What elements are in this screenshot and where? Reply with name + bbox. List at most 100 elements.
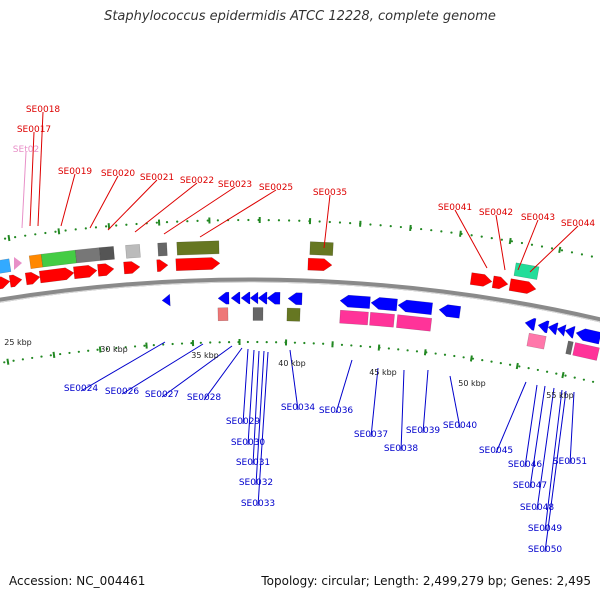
outer-tick-ring-dot	[389, 225, 392, 228]
outer-tick-ring-dot	[186, 220, 189, 223]
outer-tick-ring-dot	[216, 219, 219, 222]
inner-tick-ring-dot	[453, 354, 456, 358]
outer-tick-ring-major-tick	[459, 230, 462, 237]
reverse-label-se0046-leader	[524, 384, 538, 468]
reverse-cds-arrow	[161, 293, 171, 307]
reverse-label-se0026-leader	[121, 343, 204, 395]
reverse-label-se0051: SE0051	[553, 457, 587, 467]
forward-label-se0043-leader	[517, 219, 539, 271]
reverse-category-box	[572, 342, 600, 361]
reverse-label-se0047: SE0047	[513, 481, 547, 491]
inner-tick-ring-dot	[171, 342, 174, 346]
label-leader-lines	[21, 111, 579, 553]
inner-tick-ring-dot	[369, 345, 372, 348]
outer-tick-ring-dot	[440, 230, 443, 233]
outer-tick-ring-major-tick	[508, 237, 512, 245]
forward-label-set02: SEt02	[13, 145, 39, 155]
inner-tick-ring-dot	[518, 365, 521, 368]
reverse-cds-arrow	[240, 291, 251, 305]
forward-category-box	[309, 241, 334, 256]
inner-tick-ring-dot	[49, 354, 52, 357]
reverse-category-box	[252, 307, 264, 321]
inner-tick-ring-dot	[209, 341, 212, 344]
outer-tick-ring-dot	[580, 253, 584, 256]
inner-tick-ring-dot	[340, 343, 344, 346]
reverse-label-se0027-leader	[161, 345, 233, 398]
forward-cds-arrow	[8, 274, 23, 288]
inner-tick-ring-dot	[555, 372, 558, 375]
inner-tick-ring-dot	[77, 350, 80, 353]
outer-tick-ring-dot	[64, 229, 67, 232]
inner-tick-ring-dot	[303, 341, 306, 345]
outer-tick-ring-dot	[74, 228, 77, 231]
map-title: Staphylococcus epidermidis ATCC 12228, c…	[104, 9, 496, 24]
reverse-label-se0049: SE0049	[528, 524, 563, 534]
forward-cds-arrow	[156, 259, 169, 272]
forward-label-se0043: SE0043	[521, 213, 555, 223]
inner-tick-ring-major-tick	[469, 355, 473, 362]
reverse-label-se0024: SE0024	[64, 384, 99, 394]
outer-tick-ring-dot	[247, 218, 250, 222]
inner-tick-ring-dot	[152, 343, 155, 347]
inner-tick-ring-dot	[96, 348, 99, 351]
scale-label-0: 25 kbp	[4, 338, 32, 347]
outer-tick-ring-dot	[480, 235, 483, 238]
outer-tick-ring-dot	[94, 226, 98, 229]
outer-tick-ring-dot	[520, 241, 524, 245]
reverse-cds-arrow	[575, 328, 600, 345]
reverse-cds-arrow	[397, 299, 433, 316]
inner-tick-ring-major-tick	[423, 349, 427, 356]
inner-tick-ring-dot	[115, 346, 118, 350]
reverse-label-se0034-leader	[289, 349, 299, 411]
reverse-label-se0040: SE0040	[443, 421, 478, 431]
forward-label-se0019-leader	[60, 173, 76, 227]
reverse-category-box	[217, 307, 229, 322]
scale-label-2: 35 kbp	[191, 351, 219, 360]
outer-tick-ring-dot	[570, 251, 574, 254]
outer-tick-ring-dot	[500, 238, 503, 241]
outer-tick-ring-dot	[84, 227, 87, 230]
inner-tick-ring-dot	[573, 376, 576, 379]
scale-label-1: 30 kbp	[100, 345, 128, 354]
outer-tick-ring-dot	[24, 234, 27, 237]
outer-tick-ring-dot	[267, 219, 270, 222]
forward-label-se0025: SE0025	[259, 183, 293, 193]
reverse-label-se0032-leader	[255, 350, 265, 486]
outer-tick-ring-dot	[369, 223, 372, 226]
forward-category-box	[176, 240, 220, 256]
outer-tick-ring-dot	[288, 219, 291, 222]
inner-tick-ring-dot	[406, 349, 409, 352]
inner-tick-ring-dot	[180, 342, 184, 345]
inner-tick-ring-dot	[350, 344, 353, 347]
forward-label-se0021: SE0021	[140, 173, 174, 183]
outer-tick-ring-dot	[450, 231, 453, 234]
reverse-label-se0030: SE0030	[231, 438, 266, 448]
outer-tick-ring-dot	[115, 224, 118, 227]
reverse-label-se0046: SE0046	[508, 460, 543, 470]
outer-tick-ring-dot	[399, 225, 402, 229]
forward-label-se0025-leader	[199, 189, 277, 238]
forward-label-set02-leader	[21, 151, 27, 229]
inner-tick-ring-major-tick	[377, 344, 381, 351]
outer-tick-ring-dot	[44, 231, 47, 235]
inner-tick-ring-major-tick	[515, 362, 519, 370]
forward-label-se0019: SE0019	[58, 167, 93, 177]
forward-cds-arrow	[469, 272, 493, 287]
reverse-cds-arrow	[249, 291, 259, 305]
outer-tick-ring-major-tick	[558, 246, 562, 254]
reverse-label-se0036-leader	[335, 359, 353, 414]
inner-tick-ring-dot	[387, 347, 390, 350]
inner-tick-ring-dot	[591, 380, 595, 383]
outer-tick-ring-dot	[54, 230, 57, 233]
inner-tick-ring-dot	[312, 342, 315, 345]
reverse-label-se0050-leader	[544, 390, 567, 553]
forward-category-box	[157, 242, 168, 257]
inner-tick-ring-dot	[536, 368, 539, 372]
forward-label-se0020-leader	[89, 175, 119, 229]
inner-tick-ring-dot	[199, 341, 202, 344]
inner-tick-ring-dot	[397, 348, 400, 351]
feature-tracks	[0, 240, 600, 361]
outer-tick-ring-dot	[196, 219, 199, 222]
inner-tick-ring-dot	[256, 340, 259, 344]
